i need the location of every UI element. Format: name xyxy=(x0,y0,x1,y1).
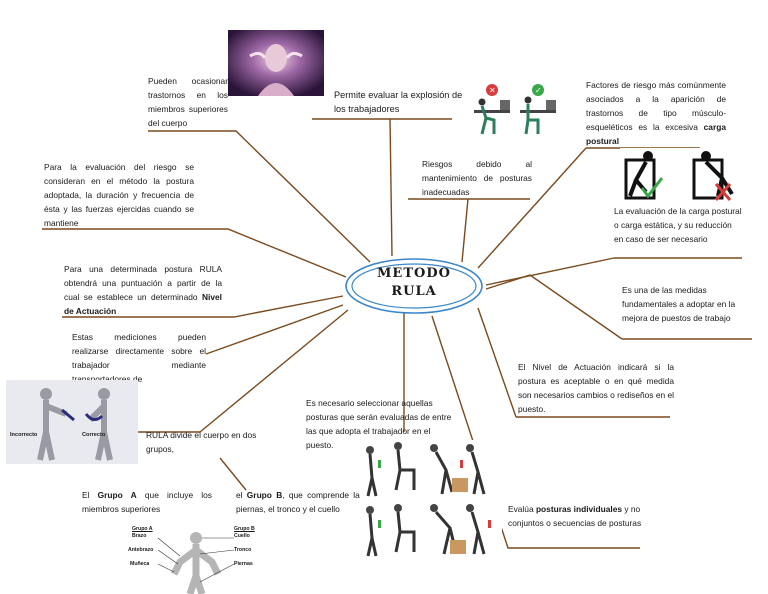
body-groups-image: Grupo A Brazo Antebrazo Muñeca Grupo B C… xyxy=(128,526,258,594)
incorrecto-label: Incorrecto xyxy=(10,432,37,438)
node-medidas: Es una de las medidas fundamentales a ad… xyxy=(622,283,750,325)
node-riesgos: Riesgos debido al mantenimiento de postu… xyxy=(422,157,532,199)
head-illustration-image xyxy=(228,30,324,96)
antebrazo-label: Antebrazo xyxy=(128,547,153,553)
node-explosion: Permite evaluar la explosión de los trab… xyxy=(334,88,470,116)
node-miembros: Pueden ocasionar trastornos en los miemb… xyxy=(148,74,228,130)
central-node: METODO RULA xyxy=(343,256,485,316)
office-posture-image: ✕ ✓ xyxy=(470,78,560,138)
center-title-line2: RULA xyxy=(343,284,485,299)
center-title-line1: METODO xyxy=(343,266,485,281)
carga-postural-icons-image xyxy=(620,148,742,204)
node-carga-postural: La evaluación de la carga postural o car… xyxy=(614,204,742,246)
piernas-label: Piernas xyxy=(234,561,253,567)
svg-text:✕: ✕ xyxy=(489,86,496,95)
node-puntuacion: Para una determinada postura RULA obtend… xyxy=(64,262,222,318)
node-mediciones: Estas mediciones pueden realizarse direc… xyxy=(72,330,206,386)
svg-text:✓: ✓ xyxy=(535,86,542,95)
node-grupo-a: El Grupo A que incluye los miembros supe… xyxy=(82,488,212,516)
grupo-a-label: Grupo A xyxy=(132,526,153,532)
incorrecto-correcto-image: Incorrecto Correcto xyxy=(6,380,138,464)
grupo-b-label: Grupo B xyxy=(234,526,255,532)
node-evaluacion-riesgo: Para la evaluación del riesgo se conside… xyxy=(44,160,194,230)
tronco-label: Tronco xyxy=(234,547,251,553)
node-factores: Factores de riesgo más comúnmente asocia… xyxy=(586,78,726,148)
node-evalua: Evalúa posturas individuales y no conjun… xyxy=(508,502,648,530)
muneca-label: Muñeca xyxy=(130,561,149,567)
node-divide: RULA divide el cuerpo en dos grupos, xyxy=(146,428,258,456)
cuello-label: Cuello xyxy=(234,533,250,539)
posture-examples-image xyxy=(360,440,502,558)
node-grupo-b: el Grupo B, que comprende las piernas, e… xyxy=(236,488,364,516)
correcto-label: Correcto xyxy=(82,432,105,438)
brazo-label: Brazo xyxy=(132,533,146,539)
node-nivel-actuacion: El Nivel de Actuación indicará si la pos… xyxy=(518,360,674,416)
